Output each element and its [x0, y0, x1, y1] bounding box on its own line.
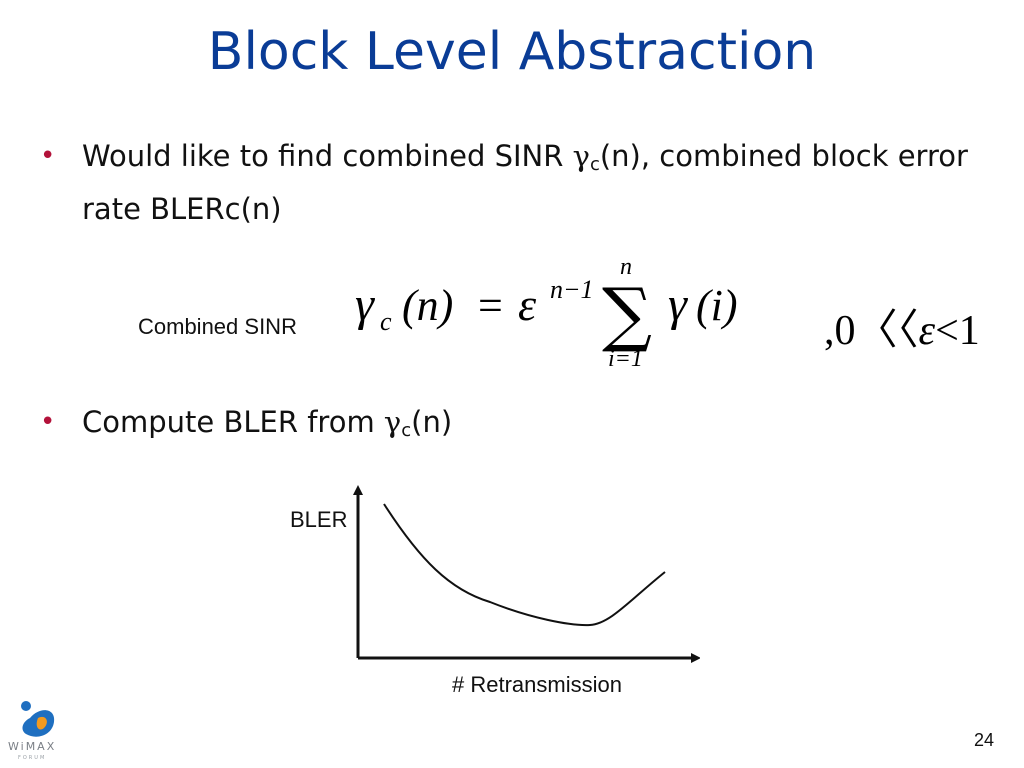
logo-dot-icon [21, 701, 31, 711]
bullet-text-pre: Would like to find combined SINR [82, 139, 573, 173]
eq-sum-lower: i=1 [608, 346, 643, 372]
logo-accent-icon [36, 716, 47, 730]
bullet-item: • Compute BLER from γc(n) [40, 400, 980, 453]
bullet-text-post: (n), combined block error rate BLERc(n) [82, 139, 968, 226]
wimax-forum-logo-icon: WiMAX FORUM [8, 701, 56, 761]
logo-name: WiMAX [8, 740, 56, 753]
bullet-text: Compute BLER from γc(n) [82, 400, 980, 453]
eq-sum-symbol: ∑ [602, 273, 652, 355]
bullet-text: Would like to find combined SINR γc(n), … [82, 134, 980, 231]
gamma-subscript: c [589, 154, 600, 175]
eq-rhs-arg: (i) [696, 281, 738, 330]
bullet-item: • Would like to find combined SINR γc(n)… [40, 134, 980, 231]
condition-suffix: <1 [935, 308, 980, 354]
eq-equals: = [478, 281, 503, 330]
bullet-text-pre: Compute BLER from [82, 405, 384, 439]
gamma-symbol: γ [383, 405, 402, 439]
eq-lhs-arg: (n) [402, 281, 453, 330]
bullet-dot-icon: • [40, 141, 56, 171]
y-axis-label: BLER [290, 507, 347, 532]
equation-label: Combined SINR [138, 314, 297, 339]
gamma-symbol: γ [572, 139, 590, 173]
bler-curve [383, 503, 666, 627]
gamma-subscript: c [401, 420, 412, 441]
slide-title: Block Level Abstraction [207, 22, 817, 82]
eq-rhs-gamma: γ [668, 278, 688, 331]
eq-lhs-gamma: γ [355, 278, 375, 331]
combined-sinr-equation: γ c (n) = ε n−1 n ∑ i=1 γ (i) [355, 254, 738, 372]
eq-sum-upper: n [620, 254, 632, 280]
eq-exponent: n−1 [550, 275, 594, 304]
logo-subtitle: FORUM [18, 755, 46, 761]
eq-epsilon: ε [518, 279, 537, 330]
bler-retransmission-plot: BLER # Retransmission [290, 485, 700, 697]
condition-epsilon: ε [918, 308, 936, 354]
eq-lhs-sub: c [380, 307, 392, 336]
x-axis-label: # Retransmission [452, 672, 622, 697]
bullet-text-post: (n) [411, 405, 453, 439]
page-number: 24 [973, 730, 994, 750]
condition-prefix: ,0〈〈 [824, 308, 919, 354]
bullet-dot-icon: • [40, 407, 56, 437]
equation-condition: ,0〈〈ε<1 [824, 296, 980, 357]
